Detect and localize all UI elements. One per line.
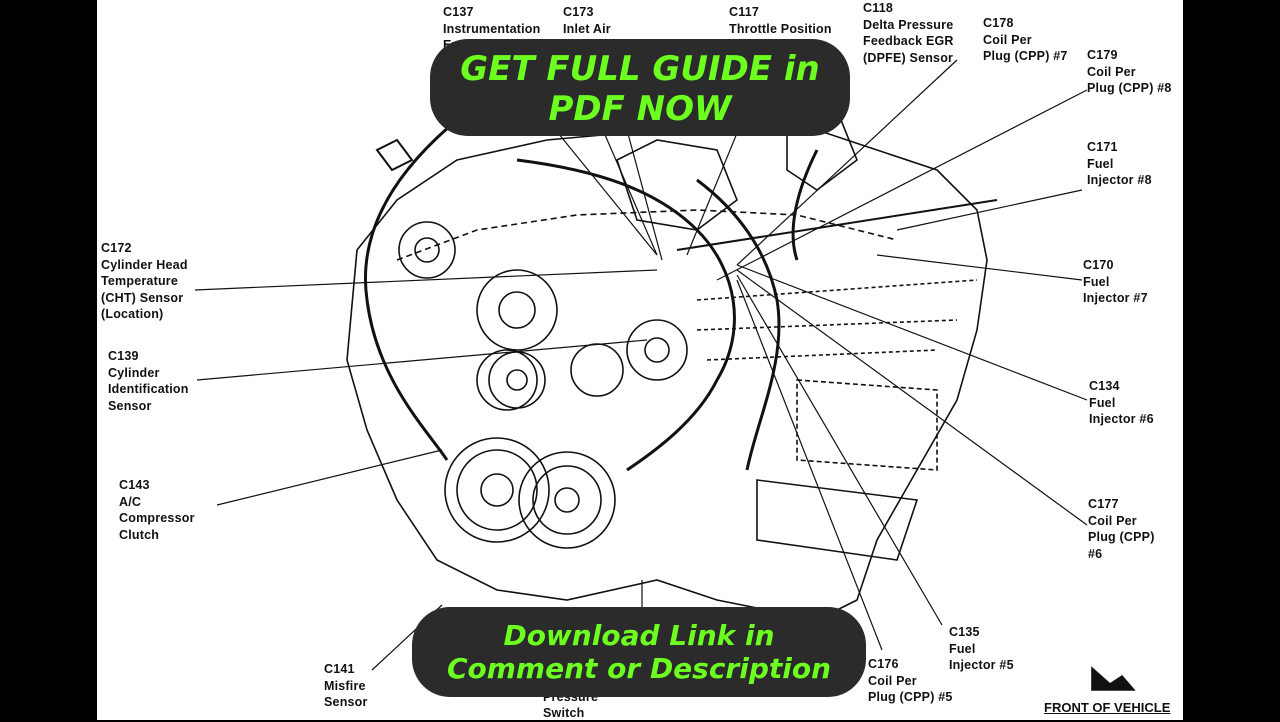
label-c177: C177 Coil Per Plug (CPP) #6 [1088, 497, 1155, 561]
pulley-assembly [444, 319, 688, 549]
label-c139: C139 Cylinder Identification Sensor [108, 349, 189, 413]
label-c141: C141 Misfire Sensor [324, 662, 368, 709]
banner-download-link[interactable]: Download Link in Comment or Description [412, 607, 866, 697]
banner-top-line-1: GET FULL GUIDE in [460, 49, 820, 89]
leader-lines [194, 59, 1088, 671]
label-c135: C135 Fuel Injector #5 [949, 625, 1014, 672]
banner-bottom-line-1: Download Link in [503, 619, 775, 652]
label-c118: C118 Delta Pressure Feedback EGR (DPFE) … [863, 1, 954, 65]
banner-top-line-2: PDF NOW [548, 89, 732, 129]
label-c176: C176 Coil Per Plug (CPP) #5 [868, 657, 953, 704]
engine-block [346, 109, 988, 621]
label-c179: C179 Coil Per Plug (CPP) #8 [1087, 48, 1172, 95]
label-c172: C172 Cylinder Head Temperature (CHT) Sen… [101, 241, 188, 321]
banner-bottom-line-2: Comment or Description [446, 652, 832, 685]
label-c171: C171 Fuel Injector #8 [1087, 140, 1152, 187]
label-c178: C178 Coil Per Plug (CPP) #7 [983, 16, 1068, 63]
banner-get-full-guide[interactable]: GET FULL GUIDE in PDF NOW [430, 39, 850, 136]
label-c134: C134 Fuel Injector #6 [1089, 379, 1154, 426]
label-c143: C143 A/C Compressor Clutch [119, 478, 195, 542]
front-arrow-icon [1091, 666, 1136, 691]
label-c170: C170 Fuel Injector #7 [1083, 258, 1148, 305]
front-of-vehicle-label: FRONT OF VEHICLE [1044, 700, 1171, 715]
wiring-harness [364, 78, 998, 472]
